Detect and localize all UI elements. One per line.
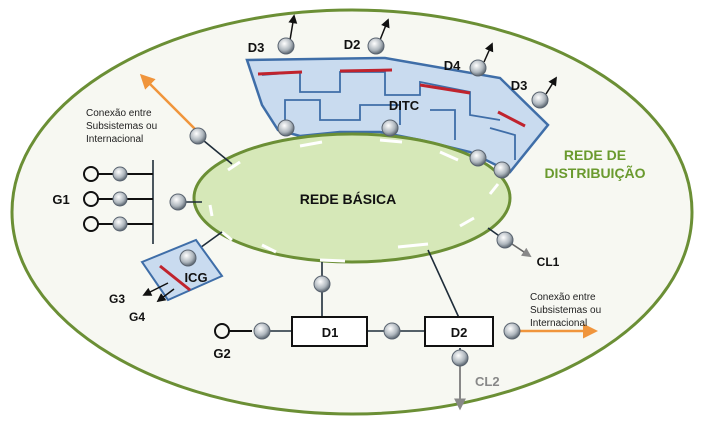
- meter-icon: [169, 193, 187, 211]
- ditc-label: DITC: [389, 98, 420, 113]
- icg-label: ICG: [184, 270, 207, 285]
- meter-icons: [112, 37, 549, 367]
- meter-icon: [496, 231, 514, 249]
- meter-icon: [313, 275, 331, 293]
- meter-icon: [112, 191, 128, 207]
- meter-icon: [253, 322, 271, 340]
- d1-box: [291, 316, 368, 347]
- meter-icon: [383, 322, 401, 340]
- note-line: Internacional: [86, 134, 143, 145]
- d2-top-label: D2: [344, 37, 361, 52]
- meter-icon: [179, 249, 197, 267]
- meter-icon: [531, 91, 549, 109]
- meter-icon: [112, 166, 128, 182]
- d3-right-label: D3: [511, 78, 528, 93]
- d2-box-label: D2: [451, 325, 468, 340]
- g3-label: G3: [109, 292, 125, 306]
- meter-icon: [367, 37, 385, 55]
- rede-distribuicao-label-line2: DISTRIBUIÇÃO: [544, 164, 645, 181]
- g1-label: G1: [52, 192, 69, 207]
- d4-label: D4: [444, 58, 461, 73]
- left-interconnection-note: Conexão entre Subsistemas ou Internacion…: [86, 108, 157, 145]
- cl1-label: CL1: [537, 255, 560, 269]
- meter-icon: [277, 37, 295, 55]
- ditc-red-bars: [257, 68, 526, 128]
- ditc-internal-lines: [261, 71, 516, 160]
- left-interconnection-arrow: [139, 73, 199, 133]
- ditc-outgoing-arrows: [288, 14, 557, 95]
- d1-label: D1: [322, 325, 339, 340]
- meter-icon: [451, 349, 469, 367]
- g4-label: G4: [129, 310, 145, 324]
- basic-grid: [192, 132, 512, 264]
- meter-icon: [503, 322, 521, 340]
- meter-icon: [469, 59, 487, 77]
- note-line: Subsistemas ou: [530, 305, 601, 316]
- d2-box: [424, 316, 494, 347]
- meter-icon: [469, 149, 487, 167]
- basic-grid-breakers: [208, 138, 500, 263]
- cl2-label: CL2: [475, 374, 500, 389]
- rede-distribuicao-label-line1: REDE DE: [564, 147, 626, 163]
- meter-icon: [277, 119, 295, 137]
- cl1-arrow: [511, 243, 532, 258]
- note-line: Internacional: [530, 318, 587, 329]
- rede-basica-label: REDE BÁSICA: [300, 191, 396, 207]
- d3-left-label: D3: [248, 40, 265, 55]
- note-line: Conexão entre: [530, 292, 596, 303]
- meter-icon: [112, 216, 128, 232]
- right-interconnection-note: Conexão entre Subsistemas ou Internacion…: [530, 292, 601, 329]
- meter-icon: [189, 127, 207, 145]
- note-line: Subsistemas ou: [86, 121, 157, 132]
- meter-icon: [381, 119, 399, 137]
- note-line: Conexão entre: [86, 108, 152, 119]
- meter-icon: [493, 161, 511, 179]
- g2-label: G2: [213, 346, 230, 361]
